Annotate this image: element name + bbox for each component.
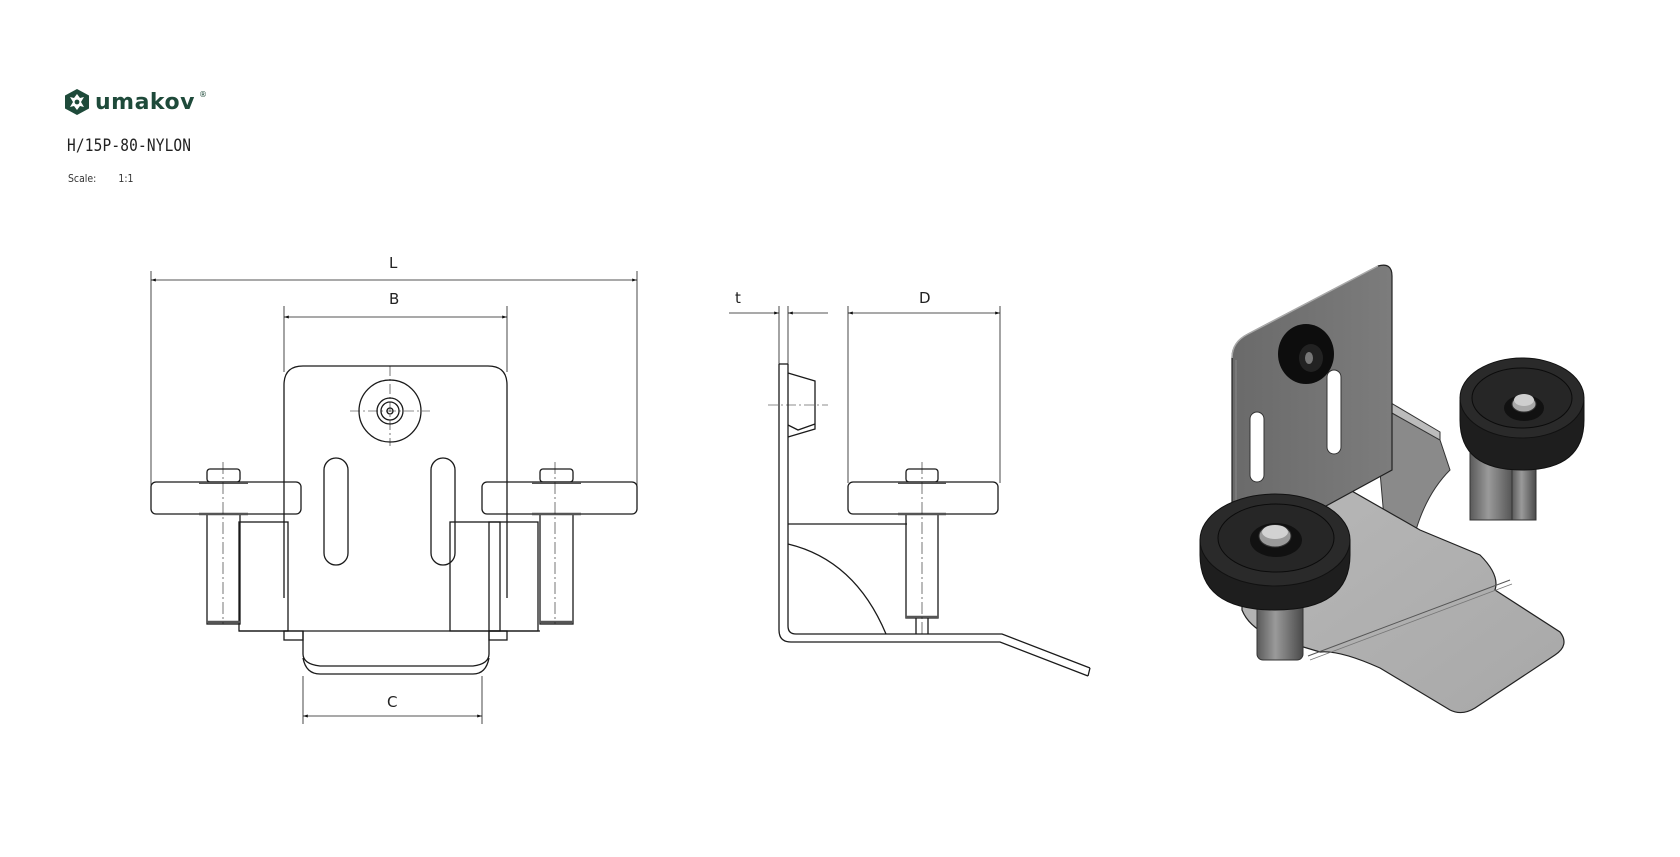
roller-left [150, 481, 302, 515]
dim-label-C: C [387, 693, 397, 711]
brand-name: umakov [95, 89, 195, 115]
axle-right [539, 513, 574, 625]
dimension-t [729, 306, 828, 364]
bracket-plate [283, 365, 508, 598]
dimension-D [847, 306, 1001, 483]
iso-roller-right [1459, 357, 1585, 521]
iso-slot-left [1249, 411, 1265, 483]
scale-info: Scale: 1:1 [68, 172, 156, 185]
dim-label-B: B [389, 290, 399, 308]
dimension-B [283, 306, 508, 372]
roller-side [847, 481, 999, 515]
dim-label-D: D [919, 289, 931, 307]
scale-label: Scale: [68, 172, 97, 185]
dimension-L [150, 271, 638, 490]
part-number: H/15P-80-NYLON [67, 136, 192, 156]
isometric-view [1199, 264, 1585, 714]
umakov-logo-icon [65, 89, 89, 115]
slot-left [323, 457, 349, 566]
slot-right [430, 457, 456, 566]
iso-slot-right [1326, 369, 1342, 455]
iso-bumper [1278, 324, 1334, 384]
registered-mark: ® [198, 89, 207, 99]
scale-value: 1:1 [118, 172, 134, 185]
brand-logo: umakov® [63, 88, 207, 116]
bracket-profile-outer [778, 364, 1089, 677]
side-view: t D [729, 289, 1091, 677]
roller-right [481, 481, 638, 515]
iso-roller-left [1199, 493, 1351, 661]
dim-label-t: t [735, 289, 741, 307]
axle-left [206, 513, 241, 625]
front-view: L B [150, 254, 638, 724]
title-block: umakov® [63, 88, 207, 116]
dimension-C [302, 676, 483, 724]
dim-label-L: L [389, 254, 398, 272]
